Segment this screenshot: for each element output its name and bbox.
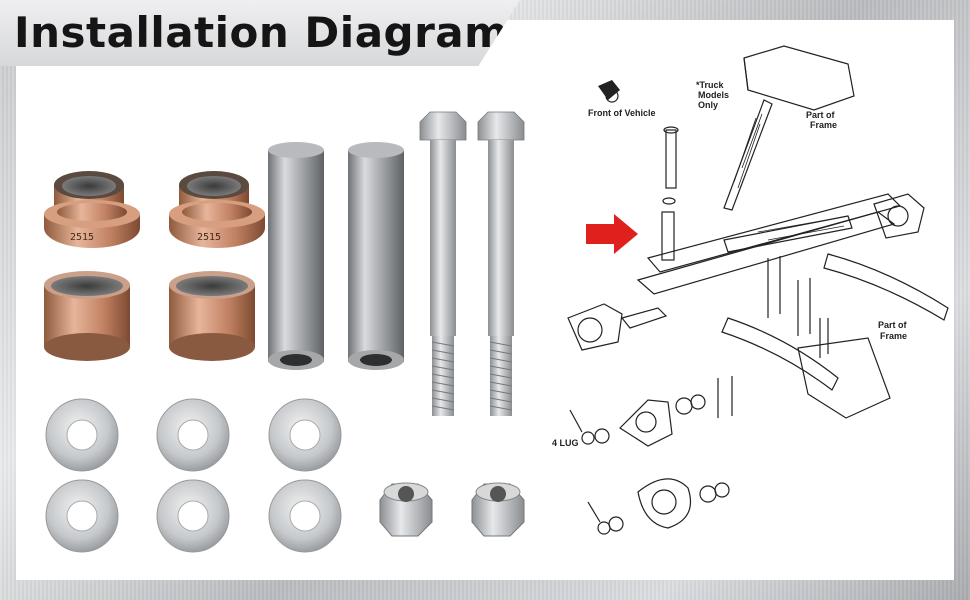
plain-bushing-2 (169, 271, 255, 361)
title-banner: Installation Diagram (0, 0, 520, 66)
hub-5-lug (637, 478, 692, 529)
label-part-of-frame-2a: Part of (878, 320, 908, 330)
flanged-bushing-2 (169, 171, 265, 248)
frame-top (743, 45, 855, 111)
label-part-of-frame-1b: Frame (810, 120, 837, 130)
washer-3 (268, 398, 342, 472)
parts-photo: 2515 2515 (44, 111, 525, 553)
label-4-lug: 4 LUG (552, 438, 579, 448)
label-part-of-frame-2b: Frame (880, 331, 907, 341)
leaf-spring-right (823, 253, 949, 321)
washer-5 (156, 479, 230, 553)
label-front-of-vehicle: Front of Vehicle (588, 108, 656, 118)
axle-beam (636, 211, 896, 295)
spindle-left (567, 303, 623, 351)
red-arrow-icon (586, 214, 638, 254)
washer-2 (156, 398, 230, 472)
steel-sleeve-2 (348, 142, 404, 370)
flanged-bushing-1 (44, 171, 140, 248)
hub-4-lug (619, 399, 673, 447)
label-truck-note-1: *Truck (696, 80, 725, 90)
frame-bottom (797, 337, 891, 419)
bolt-1 (419, 111, 467, 416)
exploded-diagram: Front of Vehicle *Truck Models Only Part… (552, 45, 949, 535)
bushing-stamp-1: 2515 (70, 232, 94, 243)
shock-absorber (723, 99, 773, 211)
lock-nut-2 (471, 482, 525, 537)
steel-sleeve-1 (268, 142, 324, 370)
diagram-bolt (665, 129, 677, 189)
washer-4 (45, 479, 119, 553)
bushing-stamp-2: 2515 (197, 232, 221, 243)
plain-bushing-1 (44, 271, 130, 361)
page-title: Installation Diagram (14, 8, 509, 57)
washer-1 (45, 398, 119, 472)
bolt-2 (477, 111, 525, 416)
lock-nut-1 (379, 482, 433, 537)
leaf-spring-left (721, 317, 839, 391)
front-of-vehicle-icon (598, 80, 620, 103)
label-truck-note-2: Models (698, 90, 729, 100)
label-part-of-frame-1a: Part of (806, 110, 836, 120)
label-truck-note-3: Only (698, 100, 718, 110)
spindle-right (873, 193, 925, 239)
diagram-sleeve (661, 211, 675, 261)
washer-6 (268, 479, 342, 553)
